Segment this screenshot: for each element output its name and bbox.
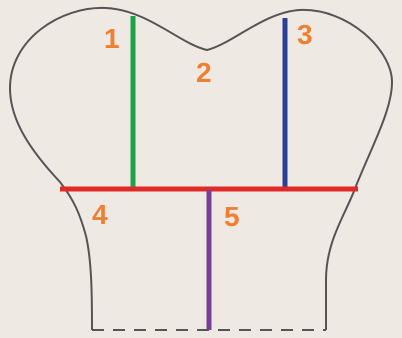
label-2: 2: [196, 57, 212, 88]
label-1: 1: [104, 23, 120, 54]
label-4: 4: [92, 199, 108, 230]
label-3: 3: [297, 19, 313, 50]
label-5: 5: [224, 201, 240, 232]
